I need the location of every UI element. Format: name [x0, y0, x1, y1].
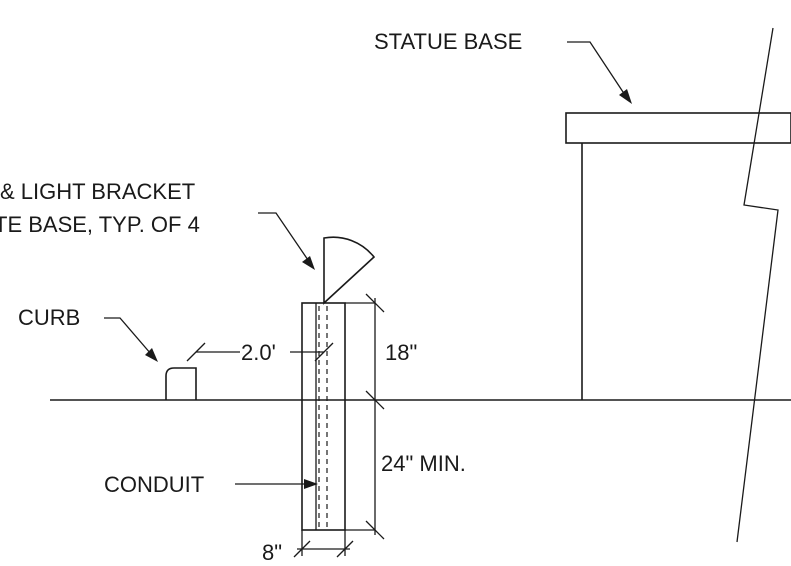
offset-dim-tick-left	[186, 342, 206, 362]
bracket-leader	[258, 212, 315, 270]
pole-foundation	[301, 302, 346, 531]
statue-base-leader	[567, 41, 632, 104]
break-line	[736, 27, 779, 543]
offset-dimension-label: 2.0'	[241, 340, 276, 365]
curb-outline	[165, 367, 197, 400]
statue-base	[565, 112, 791, 400]
width-dim-tick-left	[293, 540, 311, 558]
offset-dim-tick-right	[314, 342, 334, 362]
light-bracket-sector	[323, 236, 376, 305]
dim-tick-bottom	[365, 520, 385, 540]
curb-leader	[104, 317, 158, 362]
light-bracket-label-line2: TE BASE, TYP. OF 4	[0, 212, 200, 237]
conduit-leader	[235, 479, 318, 489]
height-above-grade-label: 18"	[385, 340, 417, 365]
offset-label-mask	[240, 340, 290, 364]
depth-below-grade-label: 24" MIN.	[381, 451, 466, 476]
dim-tick-top	[365, 293, 385, 313]
conduit-label: CONDUIT	[104, 472, 204, 497]
width-dim-tick-right	[336, 540, 354, 558]
width-dimension-label: 8"	[262, 540, 282, 565]
foundation-outline	[301, 302, 346, 531]
statue-base-cap	[565, 112, 791, 144]
curb-label: CURB	[18, 305, 80, 330]
statue-base-label: STATUE BASE	[374, 29, 522, 54]
dim-tick-ground	[365, 390, 385, 410]
light-bracket-label-line1: & LIGHT BRACKET	[0, 179, 195, 204]
